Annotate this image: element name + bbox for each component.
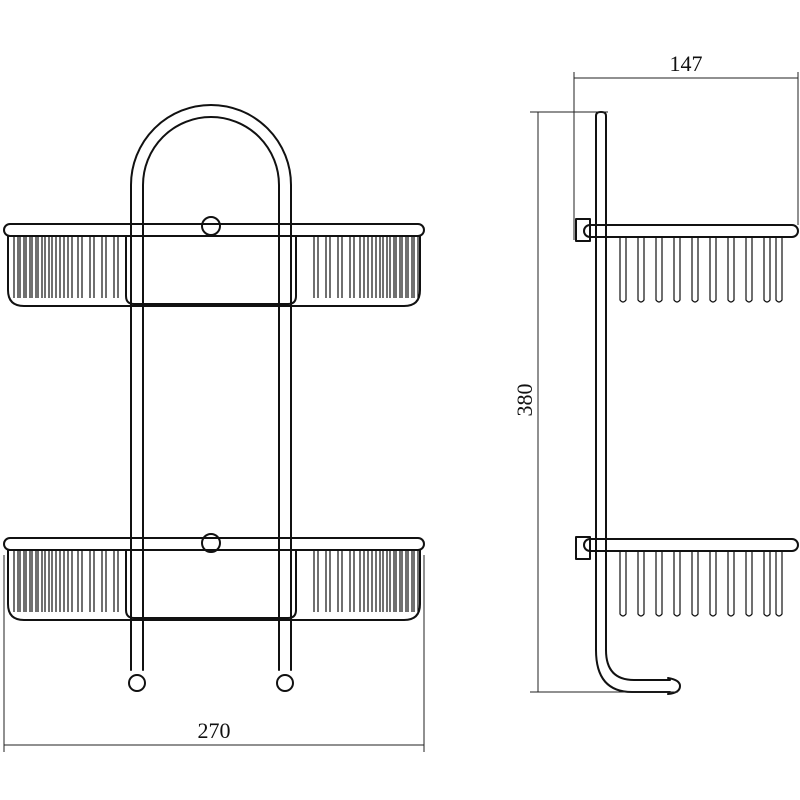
basket-top-body — [7, 235, 421, 307]
side-shelf-top-bars — [619, 237, 783, 303]
side-shelf-bottom-bars — [619, 551, 783, 617]
side-shelf-bar — [637, 237, 645, 303]
side-hook-inner — [605, 649, 671, 681]
side-shelf-bar — [691, 551, 699, 617]
side-back-bar — [595, 111, 607, 651]
side-shelf-bar — [775, 237, 783, 303]
dimension-width: 270 — [3, 555, 425, 752]
dimension-height-label: 380 — [512, 384, 537, 417]
side-shelf-bar — [763, 237, 771, 303]
mount-disc-bottom — [201, 533, 221, 553]
dimension-width-label: 270 — [198, 718, 231, 743]
side-hook-knob — [667, 677, 681, 695]
basket-bottom-inner-tray — [125, 549, 297, 619]
mount-disc-top — [201, 216, 221, 236]
side-shelf-bar — [727, 551, 735, 617]
side-shelf-bar — [637, 551, 645, 617]
side-shelf-bar — [745, 551, 753, 617]
side-shelf-bar — [655, 237, 663, 303]
side-shelf-bar — [709, 237, 717, 303]
basket-bottom-bars — [13, 550, 419, 612]
basket-top — [3, 223, 425, 307]
basket-bottom-rim — [3, 537, 425, 551]
side-shelf-bar — [691, 237, 699, 303]
side-shelf-bar — [775, 551, 783, 617]
side-view: 147 380 — [512, 51, 799, 695]
frame-arch-inner — [142, 116, 280, 671]
basket-top-bars — [13, 236, 419, 298]
dimension-height: 380 — [512, 111, 678, 693]
side-shelf-bar — [727, 237, 735, 303]
basket-top-inner-tray — [125, 235, 297, 305]
side-shelf-bar — [709, 551, 717, 617]
front-view: 270 — [3, 104, 425, 752]
side-shelf-bar — [619, 237, 627, 303]
dimension-depth-label: 147 — [670, 51, 703, 76]
side-shelf-bar — [673, 551, 681, 617]
side-mount-bottom — [575, 536, 591, 560]
frame-foot-left — [128, 674, 146, 692]
basket-top-rim — [3, 223, 425, 237]
dimension-depth: 147 — [573, 51, 799, 240]
frame-arch-outer — [130, 104, 292, 671]
side-shelf-top-rim — [583, 224, 799, 238]
side-shelf-bar — [655, 551, 663, 617]
side-shelf-bar — [745, 237, 753, 303]
side-shelf-bar — [763, 551, 771, 617]
side-shelf-bottom-rim — [583, 538, 799, 552]
side-mount-top — [575, 218, 591, 242]
side-shelf-bar — [619, 551, 627, 617]
frame-foot-right — [276, 674, 294, 692]
basket-bottom-body — [7, 549, 421, 621]
side-shelf-bar — [673, 237, 681, 303]
basket-bottom — [3, 537, 425, 621]
